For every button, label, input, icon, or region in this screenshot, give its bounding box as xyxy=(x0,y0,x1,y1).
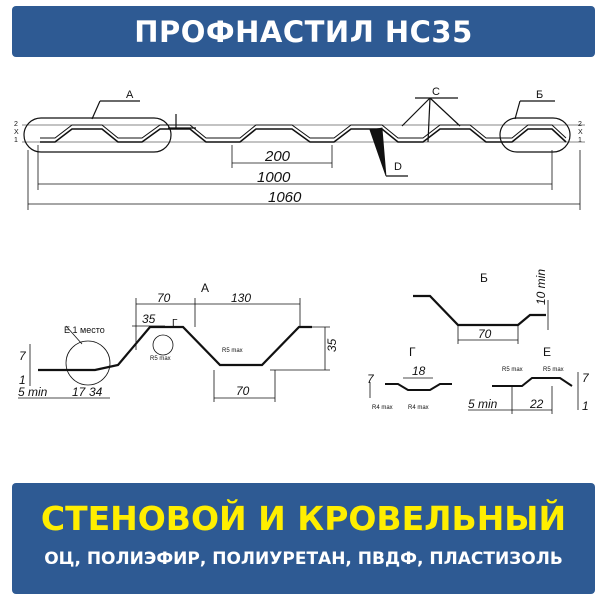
dim-130: 130 xyxy=(231,291,251,305)
side-marks: 2X1 2X1 xyxy=(14,121,583,144)
r5-left: R5 max xyxy=(150,356,171,362)
dim-18: 18 xyxy=(412,364,426,378)
dim-70-top: 70 xyxy=(157,291,171,305)
detail-g-title: Г xyxy=(409,345,416,359)
label-e: Е 1 место xyxy=(64,325,105,335)
detail-a-labels: А 70 130 35 Г Е 1 место R5 max R5 max 7 … xyxy=(18,281,339,399)
r5-b: R5 max xyxy=(543,367,564,373)
r5-a: R5 max xyxy=(502,367,523,373)
main-profile xyxy=(40,124,567,143)
footer-subtitle: ОЦ, ПОЛИЭФИР, ПОЛИУРЕТАН, ПВДФ, ПЛАСТИЗО… xyxy=(44,549,563,569)
label-d: D xyxy=(394,161,402,173)
detail-e xyxy=(468,372,579,414)
svg-text:1: 1 xyxy=(14,137,18,144)
detail-a-profile xyxy=(38,325,312,372)
dim-1000: 1000 xyxy=(257,169,291,186)
page-title: ПРОФНАСТИЛ НС35 xyxy=(134,14,473,49)
detail-g-labels: Г 18 7 R4 max R4 max xyxy=(367,345,429,411)
dim-7: 7 xyxy=(19,349,27,363)
r4-left: R4 max xyxy=(372,405,393,411)
label-c: С xyxy=(432,86,440,98)
detail-b xyxy=(413,294,549,344)
dim-1: 1 xyxy=(19,373,26,387)
label-b: Б xyxy=(536,89,543,101)
detail-b-labels: Б 10 min 70 xyxy=(478,269,548,341)
footer-title: СТЕНОВОЙ И КРОВЕЛЬНЫЙ xyxy=(40,499,567,538)
dim-22: 22 xyxy=(529,397,544,411)
dim-1060: 1060 xyxy=(268,189,302,206)
dim-34: 34 xyxy=(89,385,103,399)
r5-right: R5 max xyxy=(222,348,243,354)
detail-e-labels: Е R5 max R5 max 5 min 22 7 1 xyxy=(468,345,590,413)
header-banner: ПРОФНАСТИЛ НС35 xyxy=(12,6,595,57)
detail-e-title: Е xyxy=(543,345,551,359)
detail-markers xyxy=(23,97,571,177)
detail-a-title: А xyxy=(201,281,209,295)
dim-5min: 5 min xyxy=(18,385,48,399)
svg-text:2: 2 xyxy=(578,121,582,128)
svg-text:X: X xyxy=(578,129,583,136)
footer-banner: СТЕНОВОЙ И КРОВЕЛЬНЫЙ ОЦ, ПОЛИЭФИР, ПОЛИ… xyxy=(12,483,595,594)
dim-7-g: 7 xyxy=(367,372,375,386)
detail-b-marker xyxy=(499,117,571,153)
detail-b-title: Б xyxy=(480,271,488,285)
main-labels: А Б С D xyxy=(126,86,543,173)
label-a: А xyxy=(126,89,134,101)
dim-10min: 10 min xyxy=(534,269,548,305)
dim-17: 17 xyxy=(72,385,87,399)
label-g: Г xyxy=(172,318,178,329)
r4-right: R4 max xyxy=(408,405,429,411)
dim-7-e: 7 xyxy=(582,371,590,385)
detail-g xyxy=(369,377,452,398)
reference-lines xyxy=(22,124,585,143)
detail-a-dims xyxy=(18,298,330,402)
main-dim-labels: 200 1000 1060 xyxy=(257,148,302,206)
detail-a-marker xyxy=(23,117,172,153)
svg-text:X: X xyxy=(14,129,19,136)
main-dimensions xyxy=(27,145,581,210)
dim-1-e: 1 xyxy=(582,399,589,413)
dim-5min-e: 5 min xyxy=(468,397,498,411)
dim-35-right: 35 xyxy=(325,338,339,352)
dim-70-bottom: 70 xyxy=(236,384,250,398)
dim-200: 200 xyxy=(264,148,291,165)
svg-text:1: 1 xyxy=(578,137,582,144)
dim-70-b: 70 xyxy=(478,327,492,341)
dim-35-top: 35 xyxy=(142,312,156,326)
svg-text:2: 2 xyxy=(14,121,18,128)
